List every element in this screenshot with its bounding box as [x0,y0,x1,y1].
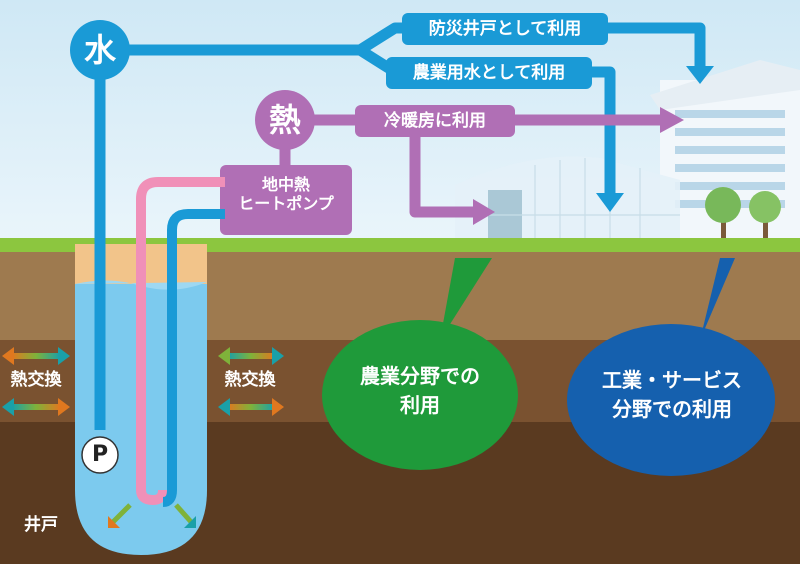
bubble-shapes [322,258,775,476]
industry-bubble-text: 工業・サービス 分野での利用 [602,368,742,421]
water-arrowheads [596,66,714,212]
heat-arrowheads [473,107,684,225]
heat-exchange-right-label: 熱交換 [224,370,276,390]
building [650,60,800,250]
blue-return-pipe [162,209,225,507]
heat-exchange-arrows-right [218,347,284,416]
pump-circle [81,436,119,474]
heat-exchange-left-label: 熱交換 [10,370,62,390]
disaster-well-label: 防災井戸として利用 [402,13,608,45]
water-title: 水 [83,31,116,69]
well-label: 井戸 [24,515,58,535]
pump-label: P [91,442,109,467]
heat-pump-box [220,165,352,235]
pink-pipe [136,177,225,506]
heat-title: 熱 [268,101,301,139]
greenhouse [455,156,680,245]
heating-cooling-label: 冷暖房に利用 [355,105,515,137]
heat-exchange-arrows-left [2,347,70,416]
agri-water-label: 農業用水として利用 [386,57,592,89]
heat-circle [255,90,315,150]
well-bottom-arrows [108,503,196,528]
trees [705,187,781,245]
heat-pump-label: 地中熱 ヒートポンプ [238,175,334,214]
agriculture-bubble-text: 農業分野での 利用 [360,364,480,417]
water-circle [70,20,130,80]
